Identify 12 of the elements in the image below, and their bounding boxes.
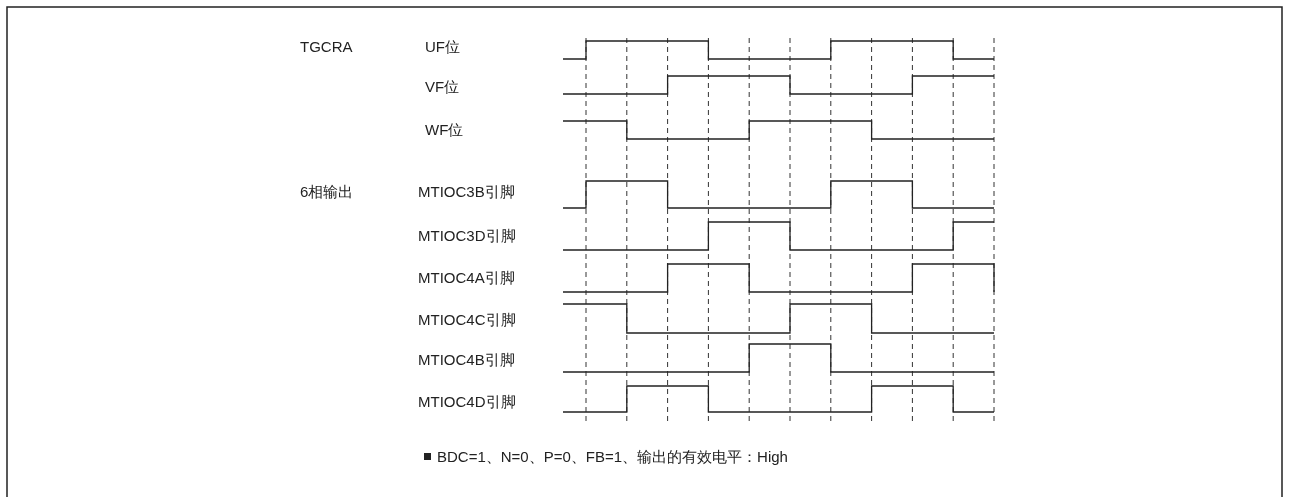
signal-label: WF位 bbox=[425, 121, 464, 139]
signal-label: UF位 bbox=[425, 38, 460, 56]
signal-label: MTIOC4A引脚 bbox=[418, 269, 515, 287]
signal-label: MTIOC3D引脚 bbox=[418, 227, 516, 245]
register-label: TGCRA bbox=[300, 38, 353, 56]
signal-label: MTIOC4D引脚 bbox=[418, 393, 516, 411]
group-label: 6相输出 bbox=[300, 183, 354, 201]
note-text: BDC=1、N=0、P=0、FB=1、输出的有效电平：High bbox=[437, 448, 788, 466]
signal-label: MTIOC4B引脚 bbox=[418, 351, 515, 369]
signal-label: MTIOC3B引脚 bbox=[418, 183, 515, 201]
signal-label: VF位 bbox=[425, 78, 460, 96]
signal-label: MTIOC4C引脚 bbox=[418, 311, 516, 329]
